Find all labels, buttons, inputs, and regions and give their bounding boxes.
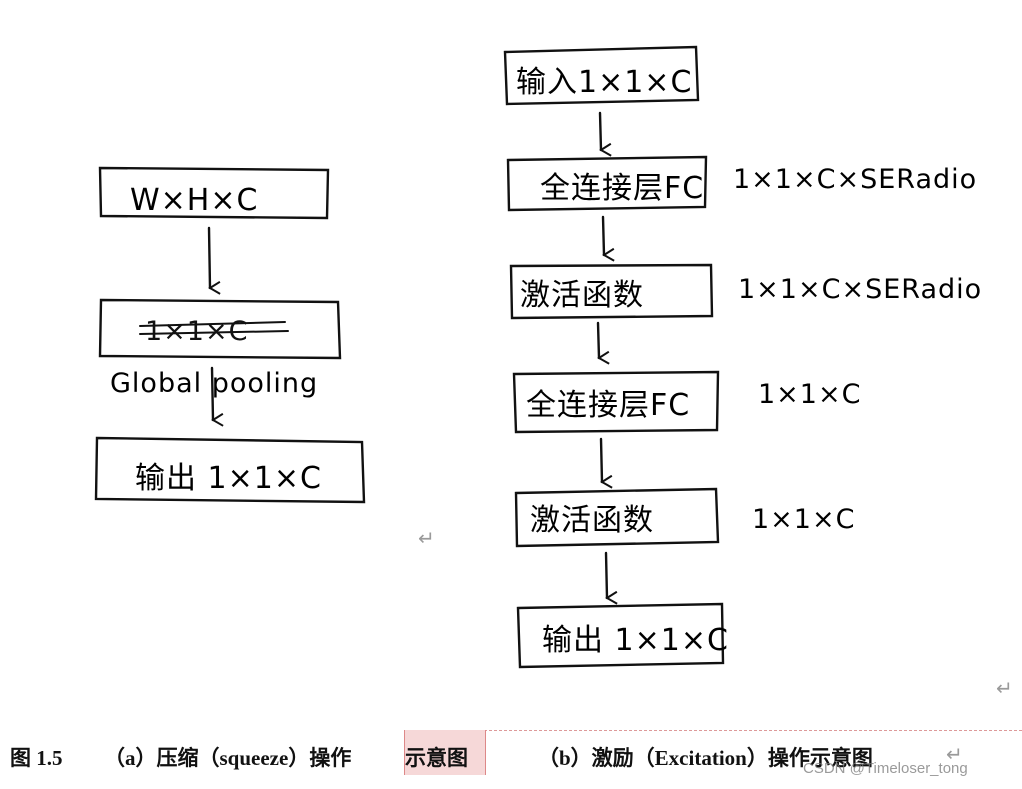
right-box-6-label: 输出 1×1×C bbox=[542, 623, 729, 658]
right-box-3-side: 1×1×C×SERadio bbox=[738, 274, 982, 305]
right-box-4-label: 全连接层FC bbox=[526, 388, 690, 423]
paragraph-mark-2: ↵ bbox=[996, 676, 1013, 700]
left-arrow-label: Global pooling bbox=[110, 368, 318, 399]
caption-fig-number: 图 1.5 bbox=[10, 746, 63, 770]
figure-caption: 图 1.5 （a）压缩（squeeze）操作 示意图 （b）激励（Excitat… bbox=[0, 728, 1022, 778]
caption-dashed-rule bbox=[484, 730, 1022, 731]
paragraph-mark-1: ↵ bbox=[418, 526, 435, 550]
right-box-5 bbox=[514, 487, 720, 548]
caption-part-a-highlight: 示意图 bbox=[405, 746, 468, 770]
right-box-3-label: 激活函数 bbox=[520, 278, 644, 313]
caption-paragraph-mark: ↵ bbox=[946, 742, 963, 766]
right-box-4-side: 1×1×C bbox=[758, 379, 861, 410]
left-box-1-label: W×H×C bbox=[130, 183, 258, 218]
right-box-6 bbox=[516, 602, 725, 669]
right-box-5-label: 激活函数 bbox=[530, 503, 654, 538]
right-box-3 bbox=[509, 263, 714, 320]
left-squeeze-diagram bbox=[94, 166, 366, 504]
left-arrow-1 bbox=[207, 226, 221, 295]
diagram-canvas: W×H×C 1×1×C Global pooling 输出 1×1×C 输入1×… bbox=[94, 45, 982, 669]
caption-part-b: （b）激励（Excitation）操作示意图 bbox=[538, 746, 873, 770]
right-box-4 bbox=[512, 370, 720, 434]
left-box-2-label: 1×1×C bbox=[145, 316, 248, 347]
right-excitation-diagram bbox=[503, 45, 725, 669]
left-box-2-strike bbox=[139, 321, 289, 335]
right-box-1 bbox=[503, 45, 700, 106]
left-box-3 bbox=[94, 436, 366, 504]
caption-highlight bbox=[404, 730, 486, 775]
caption-part-a-prefix: （a）压缩（squeeze）操作 bbox=[104, 746, 352, 770]
right-arrow-2 bbox=[601, 215, 615, 262]
left-box-2 bbox=[98, 298, 342, 360]
right-arrow-3 bbox=[596, 321, 610, 365]
right-box-5-side: 1×1×C bbox=[752, 504, 855, 535]
right-box-2-label: 全连接层FC bbox=[540, 171, 704, 206]
right-arrow-5 bbox=[604, 551, 618, 605]
right-box-2-side: 1×1×C×SERadio bbox=[733, 164, 977, 195]
left-box-3-label: 输出 1×1×C bbox=[135, 461, 322, 496]
left-arrow-2 bbox=[210, 366, 224, 427]
right-arrow-1 bbox=[598, 111, 612, 157]
csdn-watermark: CSDN @Timeloser_tong bbox=[803, 760, 968, 777]
left-box-1 bbox=[98, 166, 330, 220]
right-box-2 bbox=[506, 155, 708, 212]
right-arrow-4 bbox=[599, 437, 613, 489]
right-box-1-label: 输入1×1×C bbox=[516, 65, 692, 100]
